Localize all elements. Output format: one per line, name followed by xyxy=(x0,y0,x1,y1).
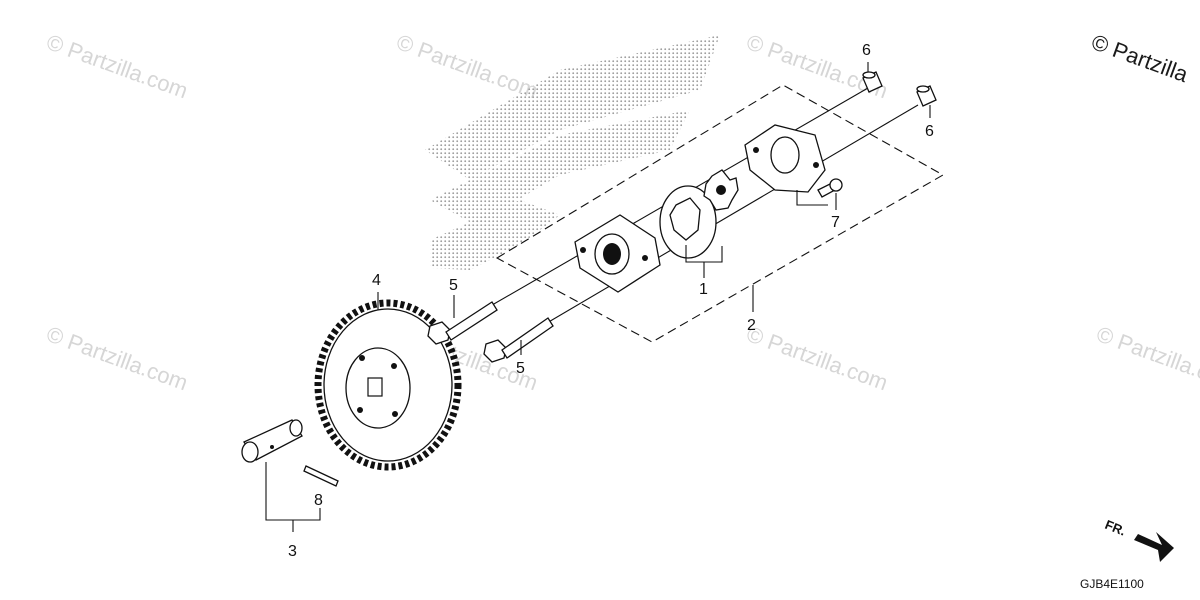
callout-4: 4 xyxy=(372,272,381,289)
stippled-logo xyxy=(425,35,720,270)
front-label: FR. xyxy=(1103,517,1128,539)
pin-icon xyxy=(303,465,339,487)
dowel-pin-icon xyxy=(862,71,883,93)
diagram-code: GJB4E1100 xyxy=(1080,577,1144,591)
gear-icon xyxy=(314,299,462,471)
callout-3: 3 xyxy=(288,543,297,560)
watermark-strong: © Partzilla xyxy=(1088,29,1192,87)
front-direction-marker: FR. xyxy=(1103,517,1174,562)
shaft-icon xyxy=(241,419,303,463)
watermark: © Partzilla.com xyxy=(743,321,891,395)
outer-rotor-icon xyxy=(659,185,717,259)
watermark: © Partzilla.com xyxy=(43,321,191,395)
bolt-icon xyxy=(427,301,498,345)
assembly-outline xyxy=(495,84,945,343)
pump-cover-icon xyxy=(574,214,661,293)
inner-rotor-icon xyxy=(703,169,739,211)
callout-2: 2 xyxy=(747,317,756,334)
callout-8: 8 xyxy=(314,492,323,509)
callout-6: 6 xyxy=(862,42,871,59)
callout-6: 6 xyxy=(925,123,934,140)
bolt-icon xyxy=(483,317,554,363)
callout-5: 5 xyxy=(516,360,525,377)
leader-line xyxy=(796,190,828,206)
dowel-pin-icon xyxy=(916,85,937,107)
screw-icon xyxy=(817,178,843,198)
callout-7: 7 xyxy=(831,214,840,231)
guide-line xyxy=(534,104,919,331)
pump-body-icon xyxy=(744,124,826,193)
watermark: © Partzilla.com xyxy=(393,29,541,103)
callout-5: 5 xyxy=(449,277,458,294)
watermark: © Partzilla.com xyxy=(43,29,191,103)
watermark: © Partzilla.com xyxy=(1093,321,1200,395)
callout-1: 1 xyxy=(699,281,708,298)
